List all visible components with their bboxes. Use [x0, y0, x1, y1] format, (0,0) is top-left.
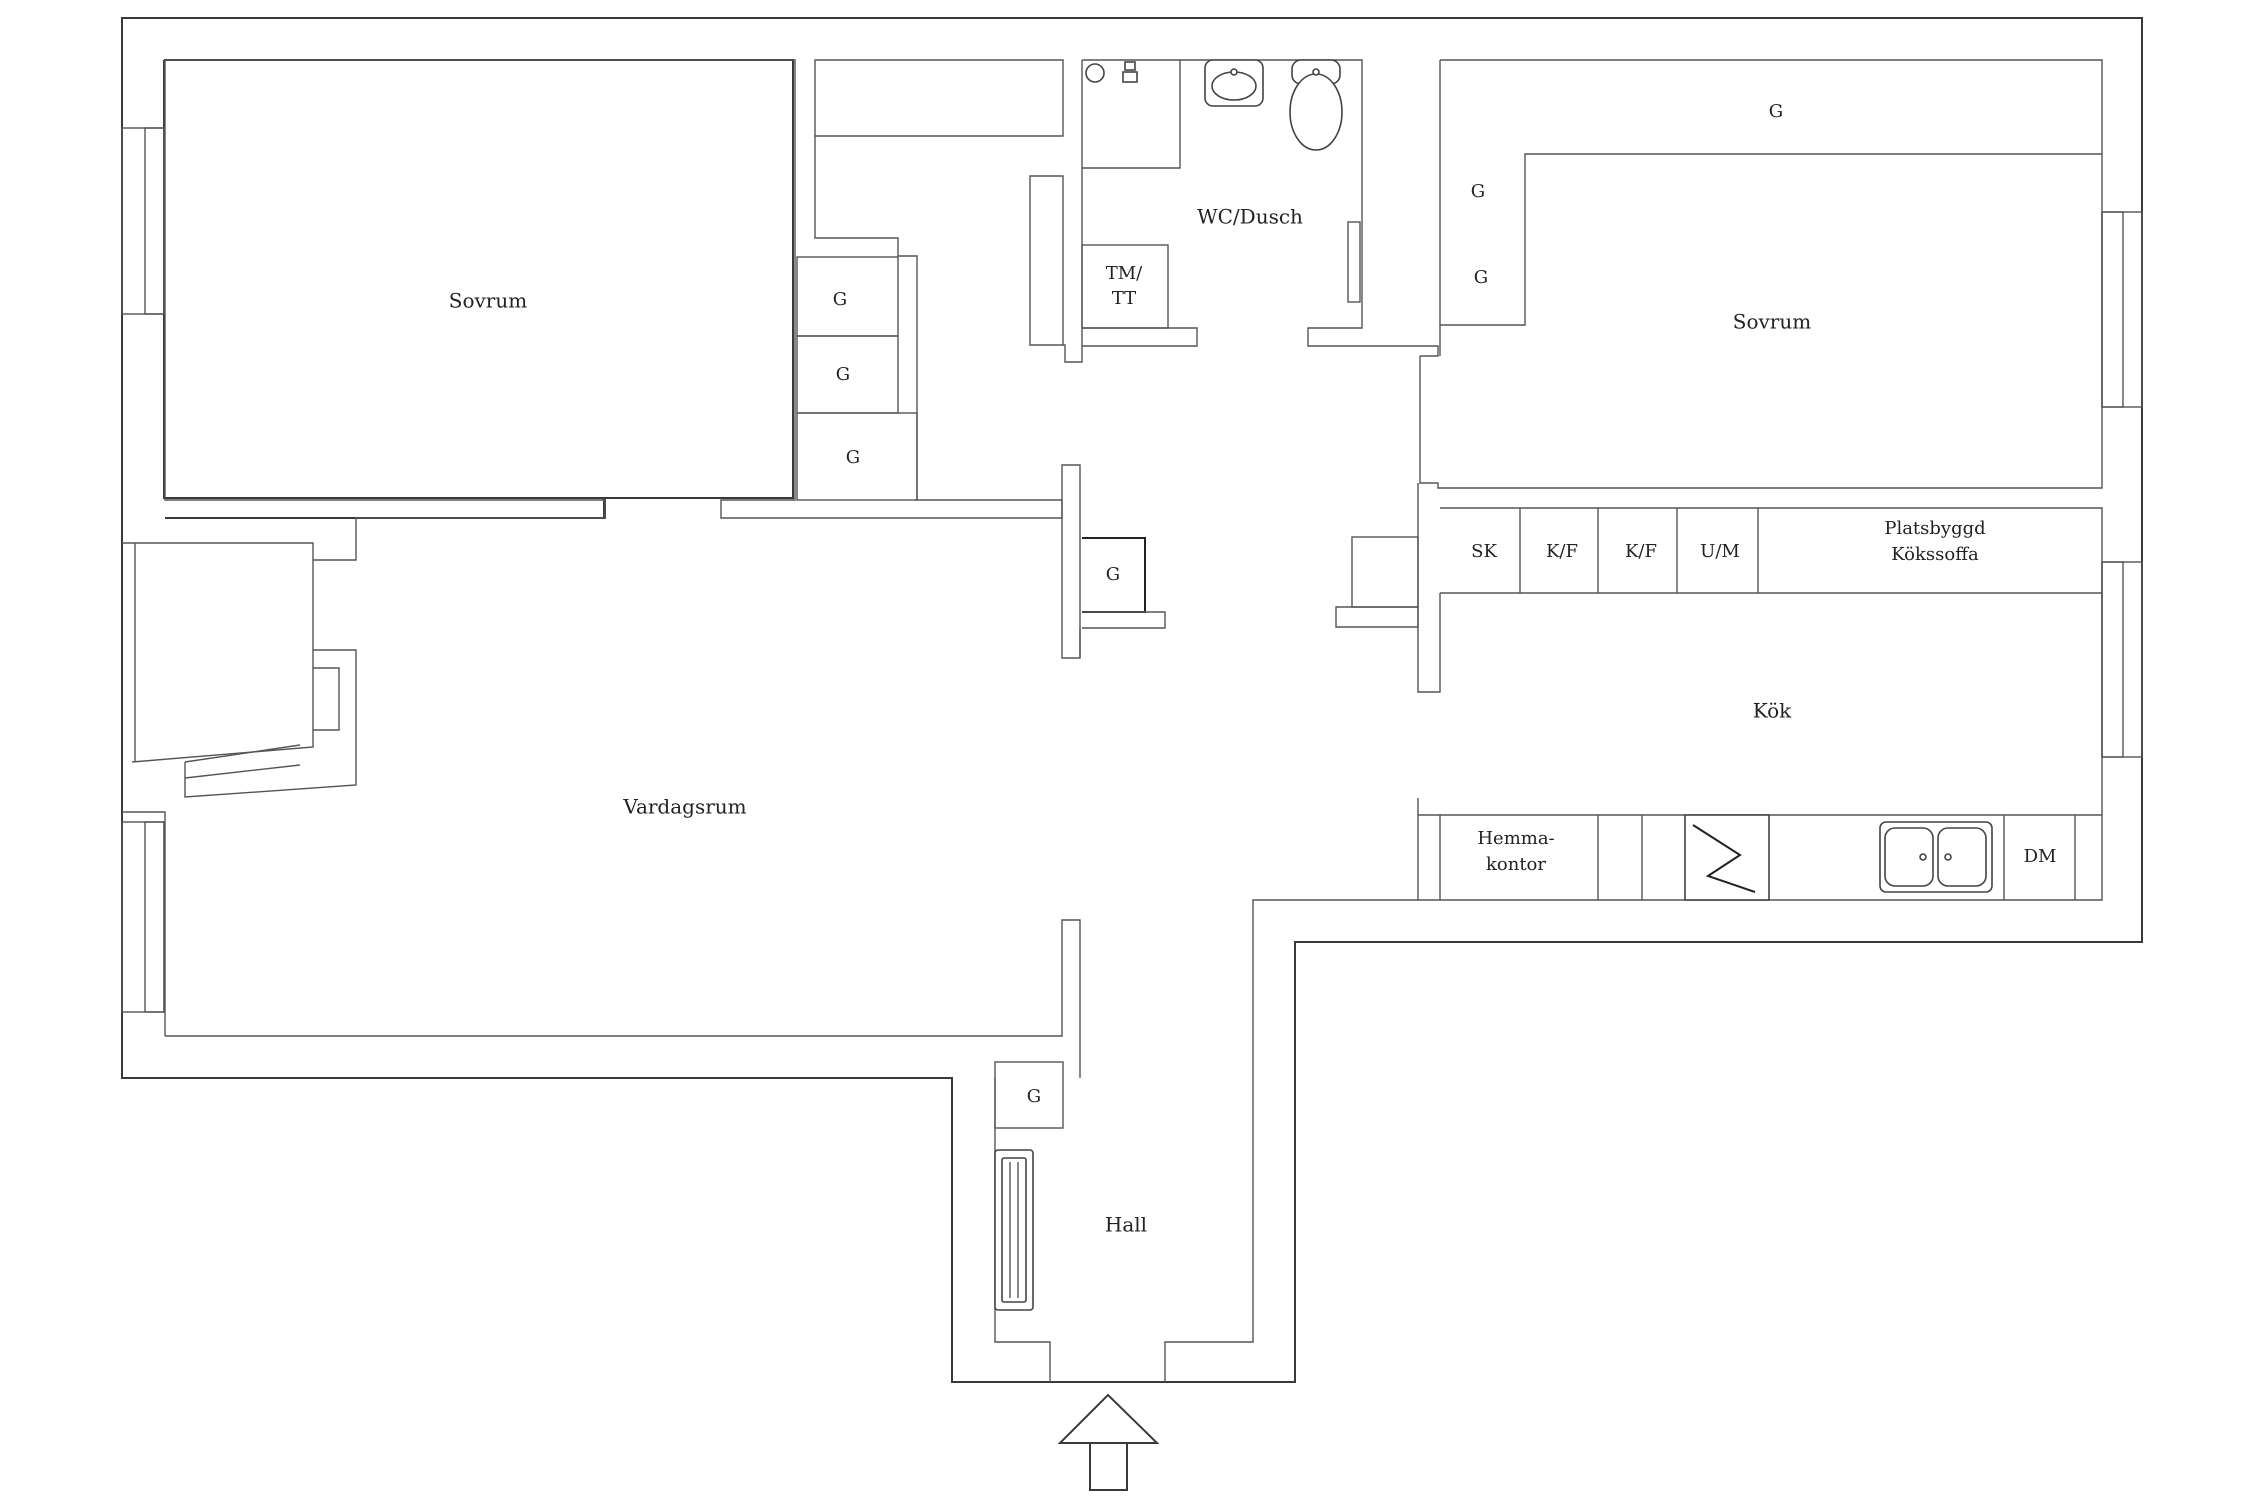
shower-drain-icon [1085, 63, 1105, 83]
sofa-label-2: Kökssoffa [1891, 544, 1979, 565]
wardrobe-label: G [1106, 564, 1120, 585]
stove-icon [1684, 814, 1770, 901]
outer-walls [121, 17, 2143, 1383]
um-label: U/M [1700, 541, 1740, 562]
shower-tap-icon [1122, 61, 1138, 83]
room-label-kok: Kök [1753, 699, 1792, 723]
wardrobe-label: G [1769, 101, 1783, 122]
interior-walls [122, 59, 2103, 1382]
wardrobe-label: G [833, 289, 847, 310]
wardrobe-label: G [836, 364, 850, 385]
double-sink-icon [1879, 821, 1993, 893]
room-label-sovrum-left: Sovrum [449, 289, 527, 313]
washer-dryer-label-2: TT [1112, 288, 1136, 309]
room-label-wc: WC/Dusch [1197, 205, 1303, 229]
office-label-1: Hemma- [1477, 828, 1554, 849]
windows [121, 127, 2143, 1013]
fixture-labels: G G G G G G G G TM/ TT SK K/F K/F U/M Pl… [833, 101, 2057, 1107]
kf-label-2: K/F [1625, 541, 1657, 562]
dishwasher-label: DM [2024, 846, 2057, 867]
wardrobe-label: G [846, 447, 860, 468]
washer-dryer-label-1: TM/ [1106, 263, 1143, 284]
radiator-icon [994, 1149, 1034, 1311]
sink-icon [1204, 59, 1264, 107]
sofa-label-1: Platsbyggd [1884, 518, 1985, 539]
wardrobe-label: G [1471, 181, 1485, 202]
kf-label-1: K/F [1546, 541, 1578, 562]
wardrobe-label: G [1474, 267, 1488, 288]
sk-label: SK [1471, 541, 1497, 562]
room-label-sovrum-right: Sovrum [1733, 310, 1811, 334]
office-label-2: kontor [1486, 854, 1546, 875]
wc-fixtures [1085, 59, 1343, 151]
room-labels: Sovrum WC/Dusch Sovrum Vardagsrum Kök Ha… [449, 205, 1811, 1237]
entrance-arrow-icon [1057, 1393, 1160, 1491]
room-label-vardagsrum: Vardagsrum [622, 795, 746, 819]
kitchen-appliances [1684, 814, 1993, 901]
wardrobe-label: G [1027, 1086, 1041, 1107]
room-label-hall: Hall [1105, 1213, 1147, 1237]
toilet-icon [1289, 59, 1343, 151]
